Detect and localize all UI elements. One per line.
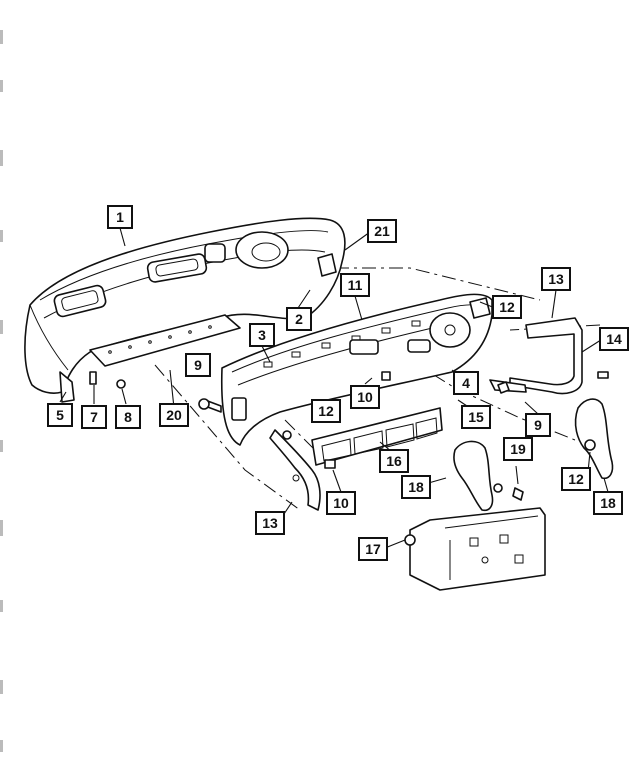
bumper-fascia <box>24 217 346 403</box>
svg-text:13: 13 <box>548 271 564 287</box>
svg-text:10: 10 <box>333 495 349 511</box>
callout-13-lower: 13 <box>255 511 285 535</box>
center-support <box>453 440 524 512</box>
callout-18-center: 18 <box>401 475 431 499</box>
svg-text:19: 19 <box>510 441 526 457</box>
svg-text:21: 21 <box>374 223 390 239</box>
callout-7: 7 <box>81 405 107 429</box>
svg-text:12: 12 <box>568 471 584 487</box>
filler-panel <box>311 371 443 469</box>
svg-text:3: 3 <box>258 327 266 343</box>
callout-3: 3 <box>249 323 275 347</box>
callout-9-left: 9 <box>185 353 211 377</box>
svg-text:2: 2 <box>295 311 303 327</box>
callout-10-lower: 10 <box>326 491 356 515</box>
svg-text:18: 18 <box>600 495 616 511</box>
svg-text:12: 12 <box>499 299 515 315</box>
svg-text:9: 9 <box>194 357 202 373</box>
svg-text:5: 5 <box>56 407 64 423</box>
svg-text:13: 13 <box>262 515 278 531</box>
callout-2: 2 <box>286 307 312 331</box>
callout-1: 1 <box>107 205 133 229</box>
callout-19: 19 <box>503 437 533 461</box>
callout-13-upper: 13 <box>541 267 571 291</box>
scan-edge-marks <box>0 30 3 752</box>
svg-text:18: 18 <box>408 479 424 495</box>
callout-9-right: 9 <box>525 413 551 437</box>
svg-text:12: 12 <box>318 403 334 419</box>
callout-21: 21 <box>367 219 397 243</box>
callout-20: 20 <box>159 403 189 427</box>
frame-rail <box>404 507 546 591</box>
callout-5: 5 <box>47 403 73 427</box>
svg-text:8: 8 <box>124 409 132 425</box>
callout-14: 14 <box>599 327 629 351</box>
callout-10-upper: 10 <box>350 385 380 409</box>
right-brace <box>489 317 609 395</box>
right-support <box>574 398 614 480</box>
svg-text:15: 15 <box>468 409 484 425</box>
callout-4: 4 <box>453 371 479 395</box>
left-bracket <box>269 429 321 511</box>
svg-text:16: 16 <box>386 453 402 469</box>
svg-text:4: 4 <box>462 375 470 391</box>
svg-text:11: 11 <box>348 277 363 293</box>
bumper-reinforcement <box>198 293 493 446</box>
svg-text:17: 17 <box>365 541 381 557</box>
svg-text:10: 10 <box>357 389 373 405</box>
svg-text:1: 1 <box>116 209 124 225</box>
callout-12-upper: 12 <box>492 295 522 319</box>
callout-12-right: 12 <box>561 467 591 491</box>
callout-12-middle: 12 <box>311 399 341 423</box>
callout-16: 16 <box>379 449 409 473</box>
callout-8: 8 <box>115 405 141 429</box>
callout-15: 15 <box>461 405 491 429</box>
svg-text:7: 7 <box>90 409 98 425</box>
svg-text:14: 14 <box>606 331 622 347</box>
svg-text:20: 20 <box>166 407 182 423</box>
callout-17: 17 <box>358 537 388 561</box>
callout-11: 11 <box>340 273 370 297</box>
callout-18-right: 18 <box>593 491 623 515</box>
svg-text:9: 9 <box>534 417 542 433</box>
